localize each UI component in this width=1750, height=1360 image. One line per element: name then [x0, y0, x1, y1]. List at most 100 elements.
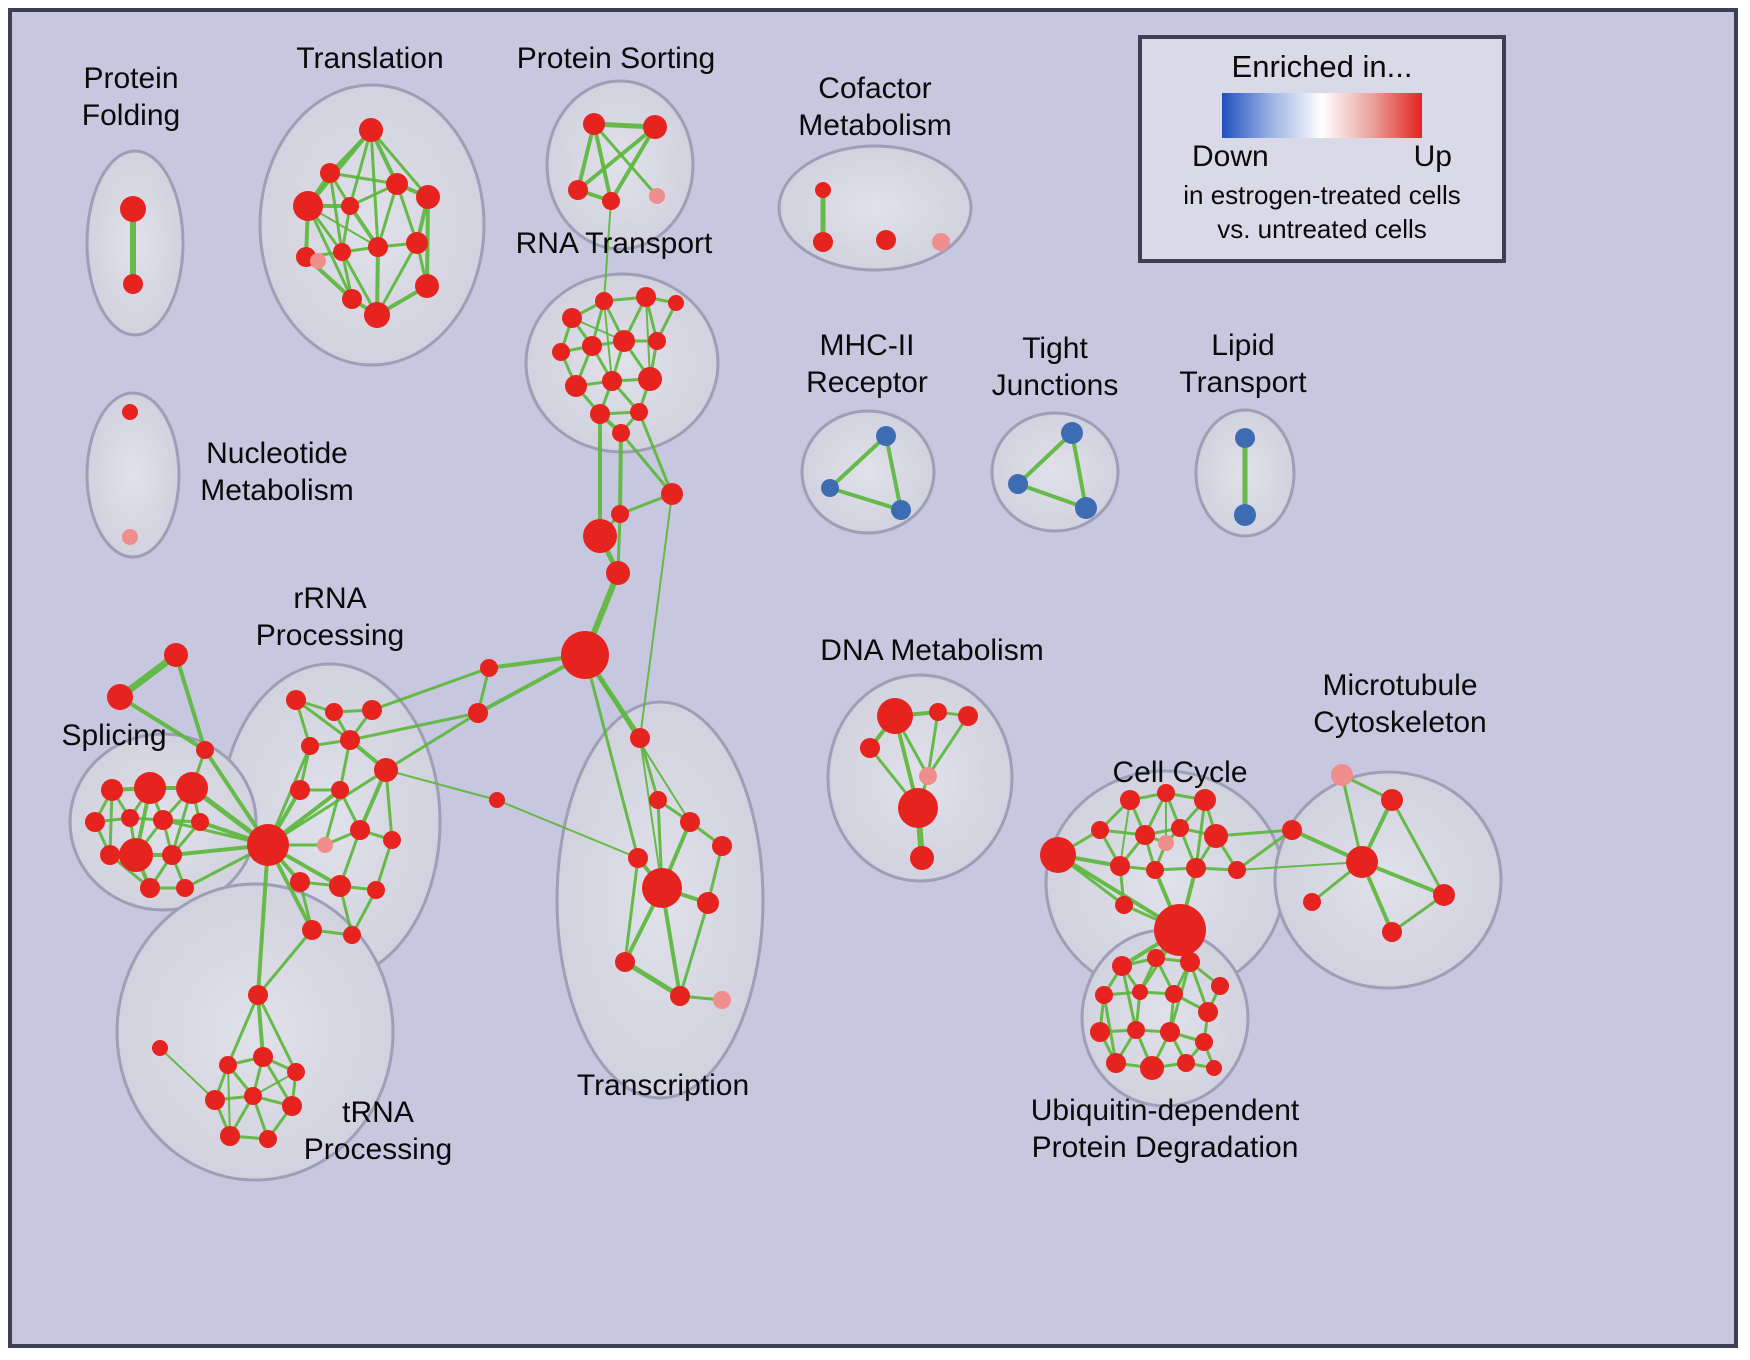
- network-node-ps1[interactable]: [583, 113, 605, 135]
- network-node-s10[interactable]: [100, 845, 120, 865]
- network-node-cc1[interactable]: [1040, 837, 1076, 873]
- network-node-tr2[interactable]: [219, 1056, 237, 1074]
- network-node-s2[interactable]: [134, 772, 166, 804]
- network-node-h1[interactable]: [583, 519, 617, 553]
- network-node-rr16[interactable]: [302, 920, 322, 940]
- network-node-t8[interactable]: [310, 253, 326, 269]
- network-node-tr8[interactable]: [220, 1126, 240, 1146]
- network-node-r7[interactable]: [613, 330, 635, 352]
- network-node-u15[interactable]: [1177, 1054, 1195, 1072]
- network-node-sn[interactable]: [196, 741, 214, 759]
- network-node-tr7[interactable]: [282, 1096, 302, 1116]
- network-node-cc3[interactable]: [1157, 784, 1175, 802]
- network-node-t5[interactable]: [386, 173, 408, 195]
- network-node-rr4[interactable]: [301, 737, 319, 755]
- network-node-tj2[interactable]: [1008, 474, 1028, 494]
- network-node-r9[interactable]: [565, 375, 587, 397]
- network-node-c1[interactable]: [661, 483, 683, 505]
- network-node-r12[interactable]: [590, 404, 610, 424]
- network-node-cc10[interactable]: [1110, 856, 1130, 876]
- network-node-cm2[interactable]: [813, 232, 833, 252]
- network-node-tj1[interactable]: [1061, 422, 1083, 444]
- network-node-t13[interactable]: [364, 302, 390, 328]
- network-node-r11[interactable]: [638, 367, 662, 391]
- network-node-m1[interactable]: [1331, 764, 1353, 786]
- network-node-m5[interactable]: [1433, 884, 1455, 906]
- network-node-cc14[interactable]: [1154, 904, 1206, 956]
- network-node-t1[interactable]: [359, 118, 383, 142]
- network-node-u3[interactable]: [1180, 952, 1200, 972]
- network-node-nm2[interactable]: [122, 529, 138, 545]
- network-node-s1[interactable]: [101, 779, 123, 801]
- network-node-cc4[interactable]: [1194, 789, 1216, 811]
- network-node-ps3[interactable]: [568, 180, 588, 200]
- network-node-t11[interactable]: [406, 232, 428, 254]
- network-node-cm3[interactable]: [876, 230, 896, 250]
- network-node-pf2[interactable]: [123, 274, 143, 294]
- network-node-t6[interactable]: [416, 185, 440, 209]
- network-node-u14[interactable]: [1140, 1056, 1164, 1080]
- network-node-h2[interactable]: [561, 631, 609, 679]
- network-node-ts3[interactable]: [680, 812, 700, 832]
- network-node-u1[interactable]: [1112, 956, 1132, 976]
- network-node-rr3[interactable]: [362, 700, 382, 720]
- network-node-s5[interactable]: [121, 809, 139, 827]
- network-node-rr7[interactable]: [290, 780, 310, 800]
- network-node-rr5[interactable]: [340, 730, 360, 750]
- network-node-s6[interactable]: [153, 810, 173, 830]
- network-node-s8[interactable]: [119, 838, 153, 872]
- network-node-pf1[interactable]: [120, 196, 146, 222]
- network-node-ts9[interactable]: [670, 986, 690, 1006]
- network-node-cc15[interactable]: [1115, 896, 1133, 914]
- network-node-cc2[interactable]: [1120, 790, 1140, 810]
- network-node-sb[interactable]: [107, 684, 133, 710]
- network-node-u12[interactable]: [1195, 1033, 1213, 1051]
- network-node-rr14[interactable]: [329, 875, 351, 897]
- network-node-r2[interactable]: [595, 292, 613, 310]
- network-node-s9[interactable]: [162, 845, 182, 865]
- network-node-m4[interactable]: [1346, 846, 1378, 878]
- network-node-u16[interactable]: [1206, 1060, 1222, 1076]
- network-node-m6[interactable]: [1303, 893, 1321, 911]
- network-node-u4[interactable]: [1211, 977, 1229, 995]
- network-node-t10[interactable]: [368, 237, 388, 257]
- network-node-d6[interactable]: [898, 788, 938, 828]
- network-node-lt2[interactable]: [1234, 504, 1256, 526]
- network-node-cc12[interactable]: [1186, 858, 1206, 878]
- network-node-cc11[interactable]: [1146, 861, 1164, 879]
- network-node-c5[interactable]: [468, 703, 488, 723]
- network-node-d2[interactable]: [929, 703, 947, 721]
- network-node-mh2[interactable]: [821, 479, 839, 497]
- network-node-cc8[interactable]: [1204, 824, 1228, 848]
- network-node-cc9[interactable]: [1158, 835, 1174, 851]
- network-node-c6[interactable]: [489, 792, 505, 808]
- network-node-cc13[interactable]: [1228, 861, 1246, 879]
- network-node-u6[interactable]: [1132, 984, 1148, 1000]
- network-node-rr15[interactable]: [367, 881, 385, 899]
- network-node-t4[interactable]: [341, 197, 359, 215]
- network-node-t14[interactable]: [415, 274, 439, 298]
- network-node-d3[interactable]: [958, 706, 978, 726]
- network-node-ts6[interactable]: [642, 868, 682, 908]
- network-node-ps4[interactable]: [602, 192, 620, 210]
- network-node-r1[interactable]: [562, 308, 582, 328]
- network-node-rr8[interactable]: [331, 781, 349, 799]
- network-node-c4[interactable]: [480, 659, 498, 677]
- network-node-m2[interactable]: [1381, 789, 1403, 811]
- network-node-t2[interactable]: [320, 163, 340, 183]
- network-node-lt1[interactable]: [1235, 428, 1255, 448]
- network-node-rr9[interactable]: [247, 824, 289, 866]
- network-node-tr0[interactable]: [248, 985, 268, 1005]
- network-node-s7[interactable]: [191, 813, 209, 831]
- network-node-sa[interactable]: [164, 643, 188, 667]
- network-node-cc7[interactable]: [1171, 819, 1189, 837]
- network-node-m7[interactable]: [1382, 922, 1402, 942]
- network-node-ts4[interactable]: [712, 836, 732, 856]
- network-node-ts1[interactable]: [630, 728, 650, 748]
- network-node-d5[interactable]: [919, 767, 937, 785]
- network-node-rr12[interactable]: [383, 831, 401, 849]
- network-node-ps5[interactable]: [649, 188, 665, 204]
- network-node-ts8[interactable]: [615, 952, 635, 972]
- network-node-r5[interactable]: [552, 343, 570, 361]
- network-node-ts10[interactable]: [713, 991, 731, 1009]
